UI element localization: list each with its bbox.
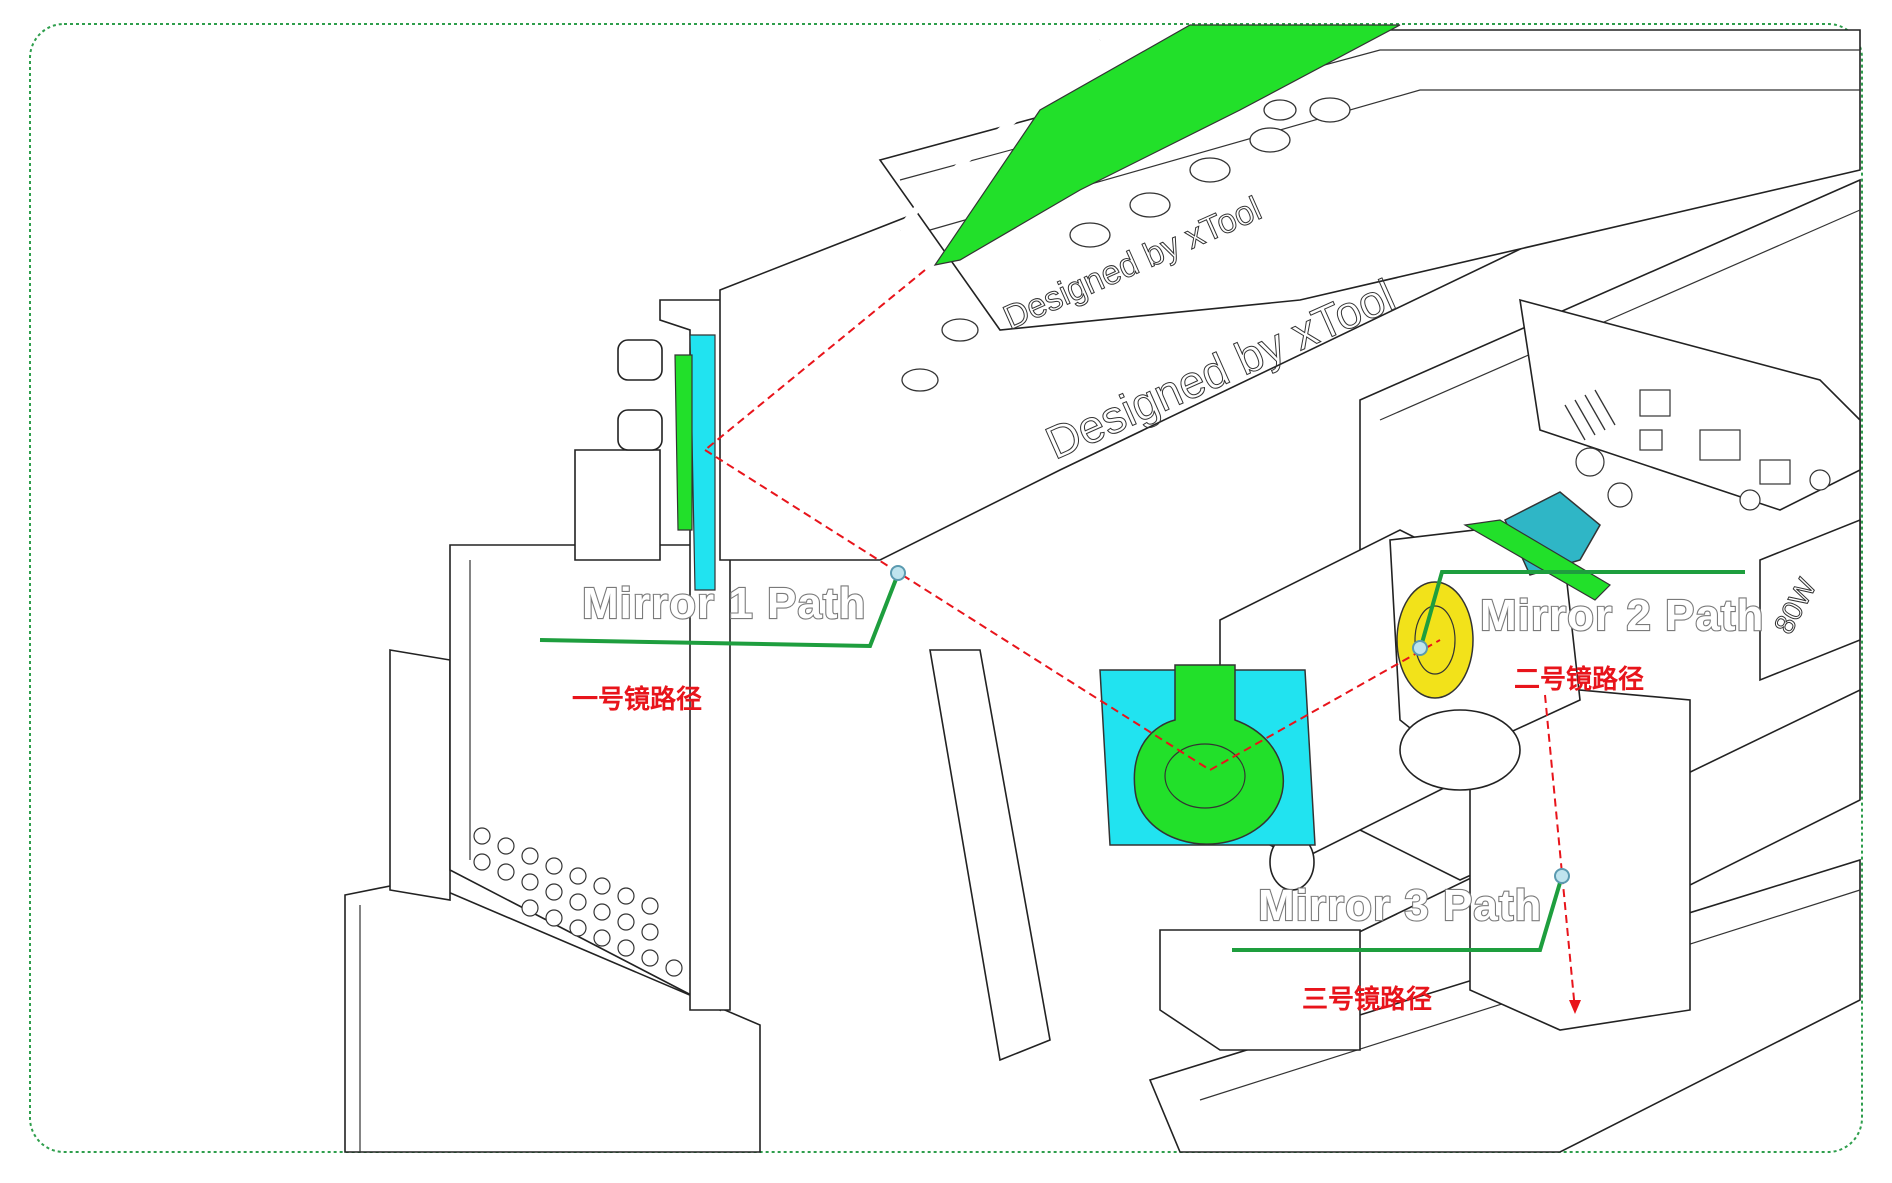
mirror1-knob [617, 339, 663, 381]
beam-arrowhead [1569, 1000, 1581, 1014]
mirror2-knob [1399, 709, 1521, 791]
mirror-3-path-label: Mirror 3 Path [1258, 881, 1542, 930]
mirror1-mount [574, 449, 661, 561]
beam-segment-4 [1544, 694, 1576, 1011]
yellow-focus-ring [1396, 581, 1474, 699]
highlights [674, 24, 1611, 846]
power-badge-plate [1759, 518, 1861, 682]
mirror-1-path-label: Mirror 1 Path [582, 579, 866, 628]
mirror-1-path-label-zh: 一号镜路径 [572, 684, 702, 715]
diagonal-plate [929, 649, 1051, 1062]
leader-mirror-1 [539, 573, 900, 649]
yellow-focus-ring-inner [1414, 605, 1456, 675]
anchor-dots [890, 565, 1570, 884]
beam-segment-2 [704, 449, 1211, 771]
green-duct [933, 24, 1401, 266]
left-side-panel [389, 649, 451, 901]
anchor-dot-mirror-2 [1412, 640, 1428, 656]
leader-mirror-3 [1232, 875, 1564, 952]
vent-holes [473, 827, 707, 987]
mirror1-knob-2 [617, 409, 663, 451]
rail-holes [901, 97, 1351, 392]
anchor-dot-mirror-1 [890, 565, 906, 581]
mirror-2-path-label: Mirror 2 Path [1480, 591, 1764, 640]
callout-labels: Mirror 1 Path 一号镜路径 Mirror 2 Path 二号镜路径 … [572, 578, 1764, 1015]
mirror2-green-mount [1133, 664, 1285, 845]
leader-mirror-2 [1418, 570, 1745, 651]
right-carriage-edge [1379, 209, 1861, 421]
lower-center-block [1159, 929, 1361, 1051]
beam-segment-1 [704, 269, 926, 451]
mirror3-bracket [1469, 679, 1691, 1031]
beam-segment-3 [1209, 639, 1441, 771]
frame-border [29, 23, 1863, 1153]
mirror1-cyan-strip [689, 334, 716, 591]
mirror-3-path-label-zh: 三号镜路径 [1302, 984, 1432, 1015]
mirror-2-path-label-zh: 二号镜路径 [1514, 664, 1644, 695]
mirror1-green-strip [674, 354, 693, 531]
circuit-board [1519, 298, 1861, 511]
mirror2-lens [1164, 743, 1246, 809]
leader-lines [539, 570, 1745, 952]
heat-sink-fins [1564, 389, 1616, 441]
beam-path [704, 269, 1581, 1014]
air-hose-inner [897, 37, 1103, 233]
green-tab [1463, 519, 1611, 601]
anchor-dot-mirror-3 [1554, 868, 1570, 884]
circuit-components [1575, 389, 1831, 511]
